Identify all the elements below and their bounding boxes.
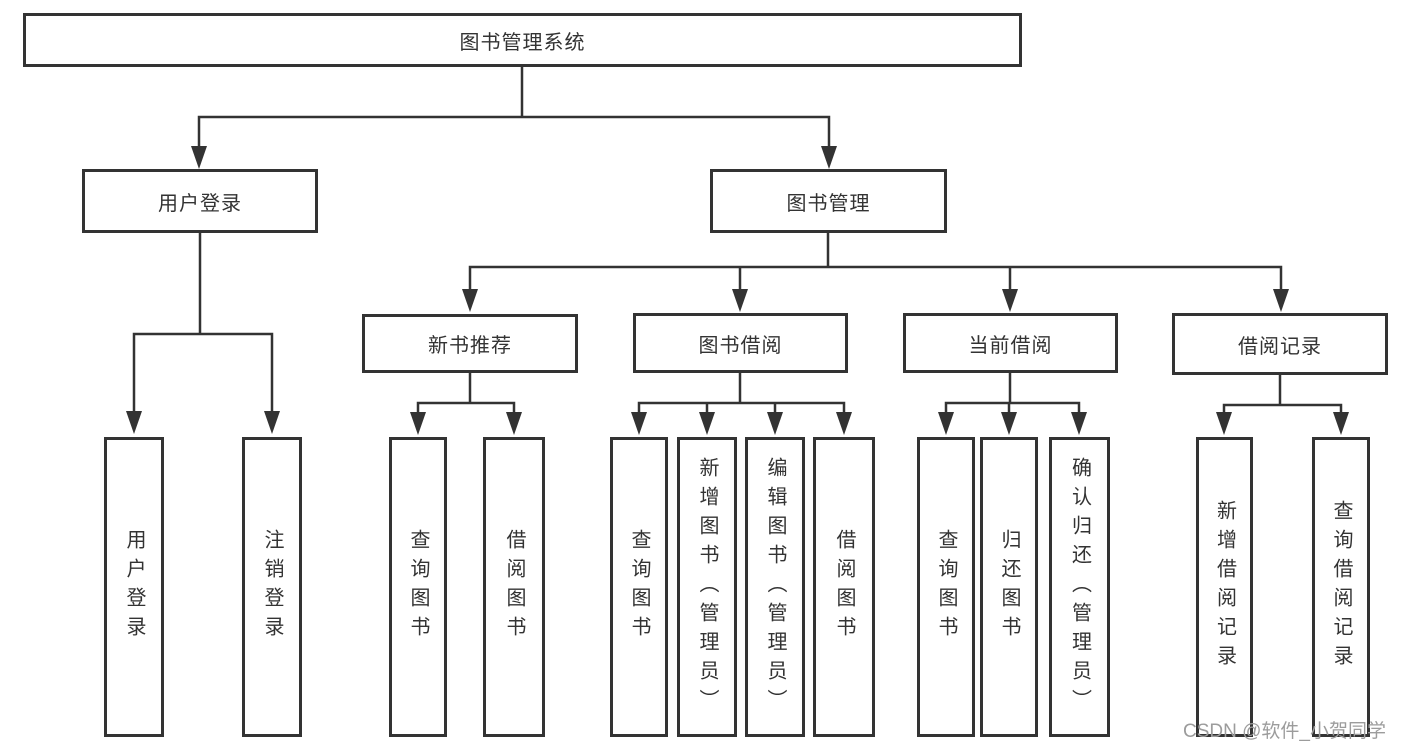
node-leaf-query-books-3: 查询图书 — [917, 437, 975, 737]
leaf-label: 归还图书 — [998, 529, 1020, 645]
node-leaf-borrow-books-1: 借阅图书 — [483, 437, 545, 737]
leaf-label: 查询图书 — [407, 529, 429, 645]
node-leaf-user-login: 用户登录 — [104, 437, 164, 737]
node-new-book-recommend: 新书推荐 — [362, 314, 578, 373]
node-leaf-logout: 注销登录 — [242, 437, 302, 737]
node-leaf-borrow-books-2: 借阅图书 — [813, 437, 875, 737]
csdn-watermark: CSDN @软件_小贺同学 — [1183, 721, 1386, 742]
leaf-label: 查询图书 — [628, 529, 650, 645]
node-leaf-add-books-admin: 新增图书（管理员） — [677, 437, 737, 737]
node-current-borrow: 当前借阅 — [903, 313, 1118, 373]
leaf-label: 新增借阅记录 — [1213, 500, 1236, 674]
node-leaf-confirm-return-admin: 确认归还（管理员） — [1049, 437, 1110, 737]
node-leaf-edit-books-admin: 编辑图书（管理员） — [745, 437, 805, 737]
node-root-system: 图书管理系统 — [23, 13, 1022, 67]
node-leaf-add-borrow-record: 新增借阅记录 — [1196, 437, 1253, 737]
node-user-login: 用户登录 — [82, 169, 318, 233]
node-leaf-return-books: 归还图书 — [980, 437, 1038, 737]
leaf-label: 确认归还（管理员） — [1068, 456, 1091, 718]
leaf-label: 新增图书（管理员） — [696, 456, 718, 718]
leaf-label: 编辑图书（管理员） — [764, 456, 786, 718]
leaf-label: 查询图书 — [935, 529, 957, 645]
leaf-label: 查询借阅记录 — [1330, 500, 1352, 674]
node-leaf-query-books-1: 查询图书 — [389, 437, 447, 737]
leaf-label: 借阅图书 — [833, 529, 855, 645]
leaf-label: 用户登录 — [123, 529, 145, 645]
node-leaf-query-borrow-record: 查询借阅记录 — [1312, 437, 1370, 737]
leaf-label: 注销登录 — [261, 529, 283, 645]
node-book-management: 图书管理 — [710, 169, 947, 233]
node-borrow-records: 借阅记录 — [1172, 313, 1388, 375]
leaf-label: 借阅图书 — [503, 529, 525, 645]
node-leaf-query-books-2: 查询图书 — [610, 437, 668, 737]
node-book-borrow: 图书借阅 — [633, 313, 848, 373]
